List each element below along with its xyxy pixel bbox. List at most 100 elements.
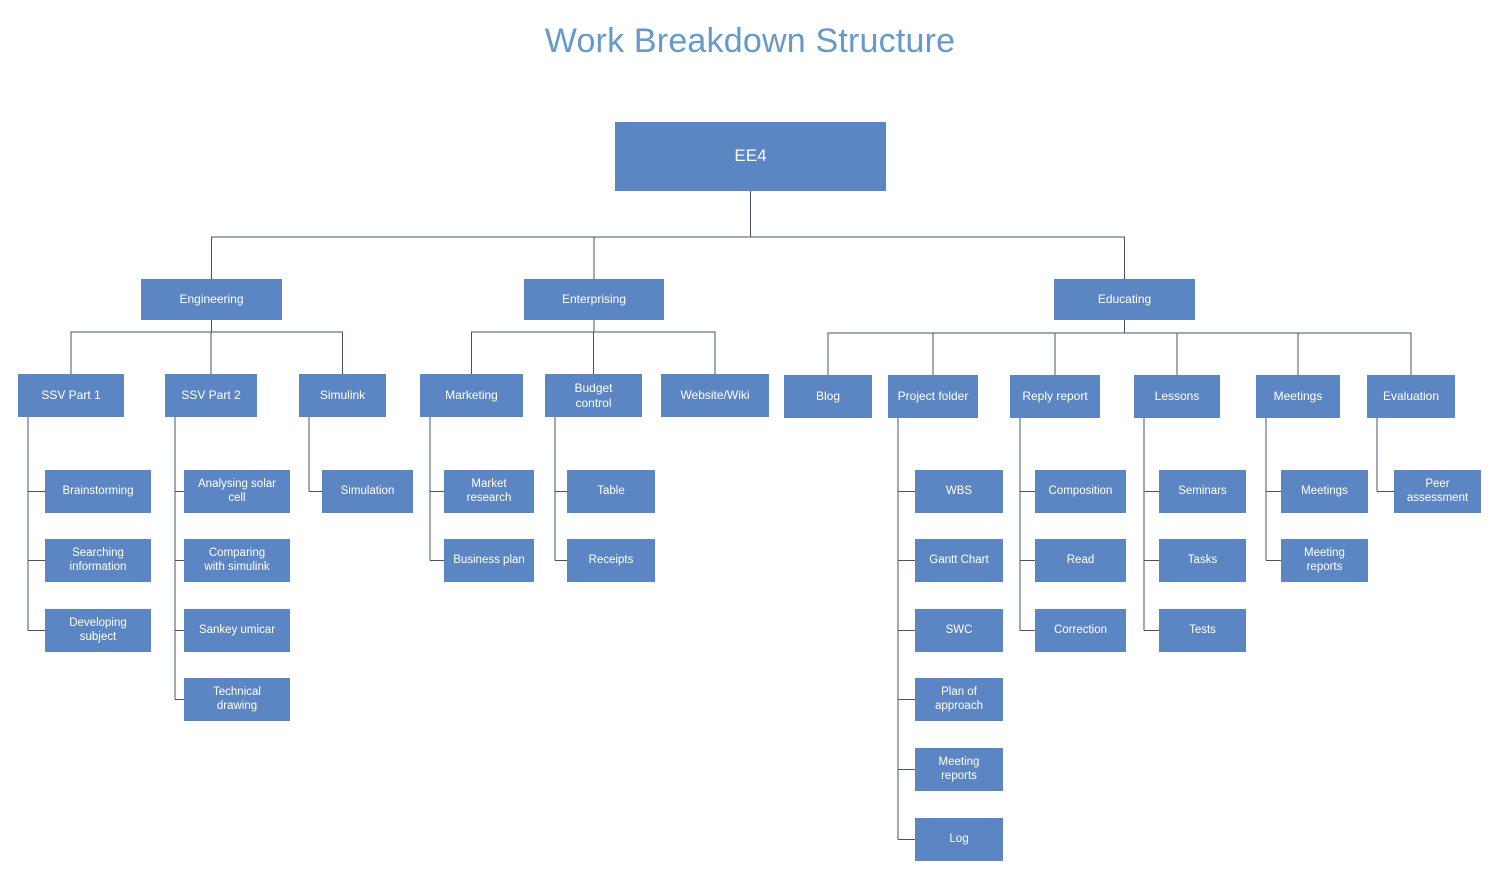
wbs-node[interactable]: Technical drawing: [184, 678, 290, 721]
wbs-node-label: Tests: [1189, 623, 1216, 636]
connector-branch: [827, 332, 1125, 375]
wbs-node-label: Lessons: [1154, 389, 1200, 404]
wbs-node[interactable]: Tests: [1159, 609, 1246, 652]
wbs-node-label: Technical drawing: [213, 685, 261, 712]
wbs-node-label: Simulink: [319, 388, 366, 403]
wbs-node[interactable]: Lessons: [1134, 375, 1220, 418]
wbs-node[interactable]: Meetings: [1256, 375, 1340, 418]
connector-branch: [70, 331, 212, 374]
wbs-node[interactable]: Reply report: [1010, 375, 1100, 418]
wbs-node-label: Sankey umicar: [198, 623, 276, 636]
wbs-node-label: Website/Wiki: [680, 388, 750, 403]
wbs-node-label: Receipts: [588, 553, 634, 566]
connector-branch: [1054, 332, 1125, 375]
wbs-node-label: Gantt Chart: [929, 553, 989, 566]
wbs-node[interactable]: Table: [567, 470, 655, 513]
wbs-node[interactable]: Simulation: [322, 470, 413, 513]
wbs-node-label: WBS: [945, 484, 973, 497]
wbs-node-label: Plan of approach: [935, 685, 983, 712]
wbs-node[interactable]: Evaluation: [1367, 375, 1455, 418]
wbs-node-label: Log: [949, 832, 969, 845]
connector-branch: [750, 236, 1126, 279]
wbs-node[interactable]: SSV Part 1: [18, 374, 124, 417]
wbs-node[interactable]: Correction: [1035, 609, 1126, 652]
wbs-node-label: Reply report: [1022, 389, 1088, 404]
connector-branch: [1124, 332, 1412, 375]
wbs-node[interactable]: Meetings: [1281, 470, 1368, 513]
wbs-node-label: Engineering: [179, 292, 244, 307]
connector-branch: [932, 332, 1125, 375]
connector-branch: [594, 331, 716, 374]
wbs-node[interactable]: Comparing with simulink: [184, 539, 290, 582]
wbs-node[interactable]: Tasks: [1159, 539, 1246, 582]
wbs-node[interactable]: SWC: [915, 609, 1003, 652]
wbs-node-label: Searching information: [69, 546, 127, 573]
connector-branch: [210, 331, 212, 374]
connector-branch: [1124, 332, 1178, 375]
wbs-node[interactable]: Meeting reports: [1281, 539, 1368, 582]
wbs-node-label: Meeting reports: [1304, 546, 1345, 573]
wbs-node-label: Evaluation: [1382, 389, 1440, 404]
wbs-node[interactable]: Blog: [784, 375, 872, 418]
wbs-node[interactable]: Simulink: [299, 374, 386, 417]
wbs-node-label: Blog: [815, 389, 841, 404]
wbs-node-label: Tasks: [1187, 553, 1218, 566]
wbs-node-label: EE4: [734, 146, 767, 166]
wbs-node-label: Analysing solar cell: [198, 477, 276, 504]
wbs-node-label: Developing subject: [69, 616, 127, 643]
wbs-node[interactable]: Composition: [1035, 470, 1126, 513]
wbs-node-label: Educating: [1097, 292, 1152, 307]
wbs-node-label: Composition: [1048, 484, 1113, 497]
wbs-node[interactable]: Plan of approach: [915, 678, 1003, 721]
wbs-node-label: Brainstorming: [62, 484, 134, 497]
wbs-node-label: SSV Part 1: [41, 388, 101, 403]
wbs-node-label: SWC: [945, 623, 973, 636]
wbs-node[interactable]: Gantt Chart: [915, 539, 1003, 582]
wbs-node[interactable]: Budget control: [545, 374, 642, 417]
wbs-node-label: Market research: [466, 477, 512, 504]
wbs-node[interactable]: WBS: [915, 470, 1003, 513]
wbs-node[interactable]: Seminars: [1159, 470, 1246, 513]
wbs-node[interactable]: Developing subject: [45, 609, 151, 652]
wbs-node[interactable]: EE4: [615, 122, 886, 191]
wbs-node-label: Meetings: [1301, 484, 1348, 497]
wbs-node-label: Meetings: [1273, 389, 1323, 404]
wbs-node-label: SSV Part 2: [181, 388, 241, 403]
wbs-node-label: Peer assessment: [1406, 477, 1469, 504]
wbs-node-label: Enterprising: [561, 292, 627, 307]
wbs-node[interactable]: Brainstorming: [45, 470, 151, 513]
wbs-node[interactable]: Read: [1035, 539, 1126, 582]
connector-branch: [592, 331, 595, 374]
wbs-node[interactable]: Project folder: [888, 375, 978, 418]
wbs-node-label: Seminars: [1178, 484, 1227, 497]
wbs-node[interactable]: Enterprising: [524, 279, 664, 320]
wbs-node-label: Simulation: [340, 484, 395, 497]
wbs-node-label: Read: [1066, 553, 1095, 566]
wbs-node[interactable]: SSV Part 2: [165, 374, 257, 417]
wbs-node[interactable]: Business plan: [444, 539, 534, 582]
connector-branch: [593, 236, 751, 279]
wbs-node[interactable]: Engineering: [141, 279, 282, 320]
wbs-node-label: Project folder: [897, 389, 969, 404]
wbs-node[interactable]: Log: [915, 818, 1003, 861]
wbs-node[interactable]: Searching information: [45, 539, 151, 582]
wbs-node[interactable]: Marketing: [420, 374, 523, 417]
wbs-node[interactable]: Peer assessment: [1394, 470, 1481, 513]
wbs-node-label: Marketing: [445, 388, 498, 403]
connector-branch: [211, 331, 344, 374]
page-title: Work Breakdown Structure: [544, 22, 956, 60]
wbs-node[interactable]: Website/Wiki: [661, 374, 769, 417]
wbs-node[interactable]: Receipts: [567, 539, 655, 582]
connector-branch: [210, 236, 751, 279]
wbs-node-label: Correction: [1053, 623, 1108, 636]
wbs-node[interactable]: Analysing solar cell: [184, 470, 290, 513]
wbs-node-label: Table: [597, 484, 625, 497]
wbs-node[interactable]: Sankey umicar: [184, 609, 290, 652]
wbs-node[interactable]: Meeting reports: [915, 748, 1003, 791]
wbs-node[interactable]: Educating: [1054, 279, 1195, 320]
connector-branch: [470, 331, 594, 374]
connector-branch: [1124, 332, 1299, 375]
wbs-node-label: Comparing with simulink: [204, 546, 270, 573]
wbs-node[interactable]: Market research: [444, 470, 534, 513]
